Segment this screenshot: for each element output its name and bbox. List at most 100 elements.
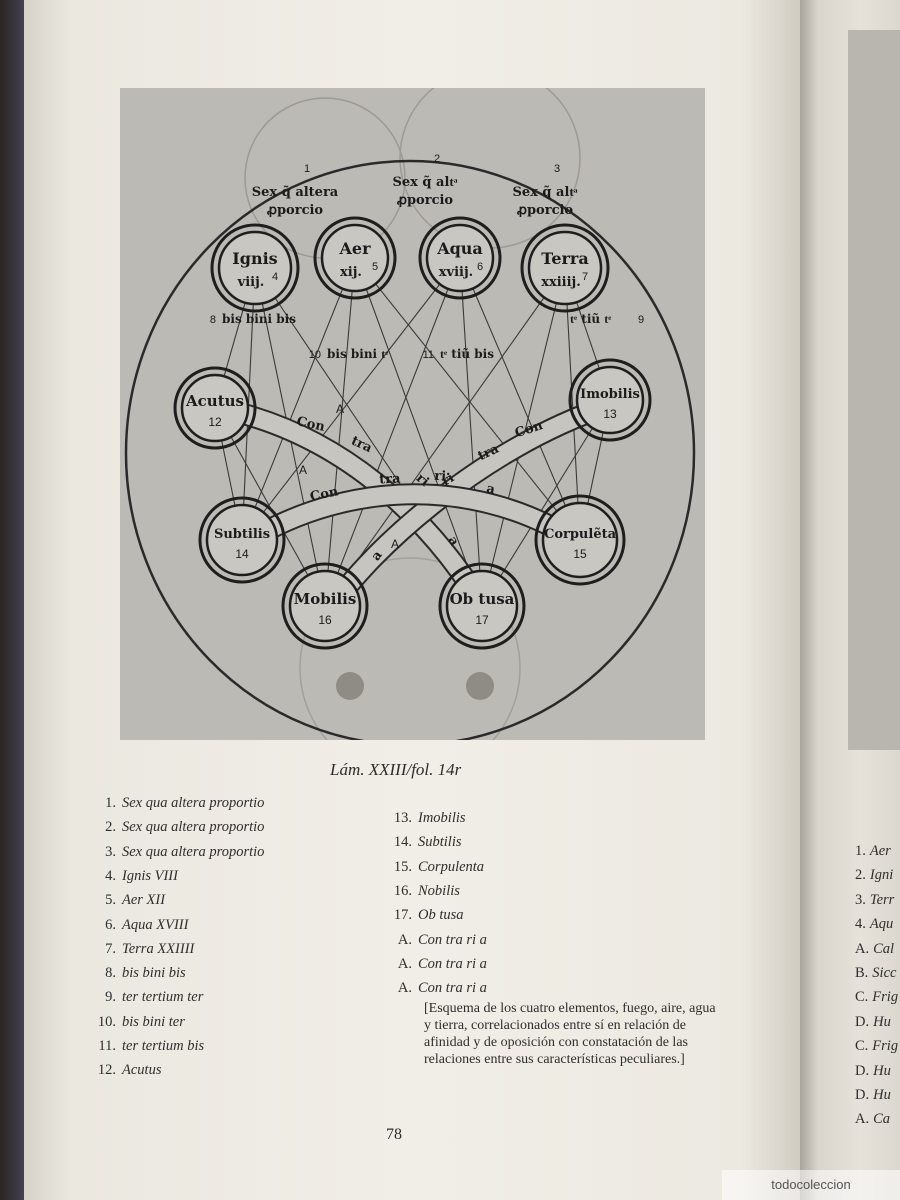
element-circle-outer	[568, 358, 652, 442]
plate-caption: Lám. XXIII/fol. 14r	[330, 760, 462, 779]
element-value: xij.	[340, 265, 362, 280]
element-circle-inner	[288, 569, 362, 643]
element-number: 15	[573, 547, 587, 561]
legend-key: 8.	[105, 965, 116, 982]
legend-item: 6.Aqua XVIII	[96, 917, 188, 934]
legend-key: 4.	[105, 867, 116, 884]
legend-key: C.	[855, 989, 869, 1006]
legend-item: 5.Aer XII	[96, 892, 165, 909]
element-number: 6	[477, 261, 483, 273]
legend-key: B.	[855, 965, 869, 981]
legend-key: 1.	[855, 843, 866, 859]
legend-value: Ob tusa	[418, 907, 464, 924]
top-label-text: Sex q̃ altͣ	[392, 175, 457, 190]
top-label-number: 1	[304, 163, 310, 175]
element-label: Imobilis	[580, 387, 640, 402]
right-page-item: B.Sicc	[855, 965, 896, 982]
element-label: Terra	[541, 249, 588, 268]
right-page-item: D.Hu	[855, 1087, 891, 1104]
band-a-label: A	[336, 402, 344, 416]
legend-value: Con tra ri a	[418, 931, 487, 948]
right-page-item: D.Hu	[855, 1014, 891, 1031]
right-page-item: 1.Aer	[855, 843, 891, 860]
element-circle-inner	[527, 230, 603, 306]
mid-label-number: 10	[309, 349, 321, 361]
element-label: Aer	[338, 239, 371, 258]
element-number: 4	[272, 271, 278, 283]
element-label: Mobilis	[294, 590, 357, 608]
legend-value: Terr	[869, 891, 895, 908]
legend-value: Frig	[872, 989, 899, 1006]
top-label-text: Sex q̃ altera	[252, 185, 339, 200]
legend-key: 9.	[105, 989, 116, 1006]
element-number: 5	[372, 261, 378, 273]
right-page-item: 4.Aqu	[855, 916, 893, 933]
legend-value: Sex qua altera proportio	[122, 843, 265, 860]
legend-key: 1.	[105, 795, 116, 811]
right-page-item: A.Ca	[855, 1111, 890, 1128]
element-circle-outer	[210, 223, 300, 313]
relation-line	[354, 257, 581, 541]
legend-key: D.	[855, 1062, 870, 1079]
legend-value: Aqu	[869, 916, 894, 933]
legend-item: 3.Sex qua altera proportio	[96, 844, 264, 861]
legend-item: 13.Imobilis	[392, 810, 466, 827]
page-number: 78	[386, 1126, 402, 1143]
legend-key: D.	[855, 1013, 870, 1030]
element-circle-inner	[541, 501, 619, 579]
element-circle-outer	[418, 216, 502, 300]
legend-value: Hu	[873, 1062, 891, 1079]
right-page-item: D.Hu	[855, 1063, 891, 1080]
relation-line	[354, 257, 483, 607]
watermark: todocoleccion	[722, 1170, 900, 1200]
top-label-text: ꝓporcio	[267, 203, 324, 218]
legend-value: Sex qua altera proportio	[122, 819, 265, 836]
right-page-item: C.Frig	[855, 1038, 898, 1055]
legend-key: 4.	[855, 916, 866, 933]
legend-key: A.	[855, 1111, 870, 1128]
relation-line	[241, 257, 461, 541]
legend-key: D.	[855, 1087, 870, 1103]
legend-item: 9.ter tertium ter	[96, 989, 203, 1006]
legend-value: Igni	[869, 867, 894, 884]
element-label: Acutus	[185, 392, 244, 410]
legend-item: 12.Acutus	[96, 1062, 162, 1079]
element-circle-outer	[281, 562, 369, 650]
legend-item: 4.Ignis VIII	[96, 868, 178, 885]
element-circle-inner	[425, 223, 495, 293]
element-circle-inner	[575, 365, 645, 435]
legend-value: bis bini bis	[122, 965, 186, 982]
mid-label-number: 9	[638, 314, 644, 326]
legend-value: ter tertium bis	[122, 1038, 205, 1054]
mid-label-text: tͤ tiũ bis	[440, 347, 494, 361]
legend-item: 17.Ob tusa	[392, 907, 464, 924]
element-circle-inner	[217, 230, 293, 306]
legend-value: Aer XII	[122, 892, 166, 909]
element-circle-outer	[198, 496, 286, 584]
top-label-number: 2	[434, 153, 440, 165]
legend-value: Con tra ri a	[418, 955, 487, 972]
legend-item: 14.Subtilis	[392, 834, 462, 851]
element-label: Ignis	[232, 249, 277, 268]
legend-item: 2.Sex qua altera proportio	[96, 819, 264, 836]
mid-label-number: 8	[210, 314, 216, 326]
mid-label-text: bis bini bis	[222, 312, 296, 326]
element-number: 7	[582, 271, 588, 283]
relation-line	[241, 257, 356, 541]
right-page-item: A.Cal	[855, 941, 894, 958]
legend-item: A.Con tra ri a	[392, 980, 487, 997]
element-label: Aqua	[436, 239, 483, 258]
relation-line	[324, 257, 461, 607]
element-circle-inner	[320, 223, 390, 293]
legend-key: 15.	[393, 858, 412, 875]
legend-value: bis bini ter	[122, 1013, 185, 1030]
legend-key: 16.	[393, 882, 412, 899]
contraria-band	[240, 485, 585, 551]
legend-item: 1.Sex qua altera proportio	[96, 795, 264, 812]
legend-key: A.	[855, 940, 870, 957]
relation-line	[324, 267, 566, 607]
element-circle-outer	[438, 562, 526, 650]
element-value: xviij.	[439, 265, 473, 280]
element-number: 13	[603, 407, 617, 421]
